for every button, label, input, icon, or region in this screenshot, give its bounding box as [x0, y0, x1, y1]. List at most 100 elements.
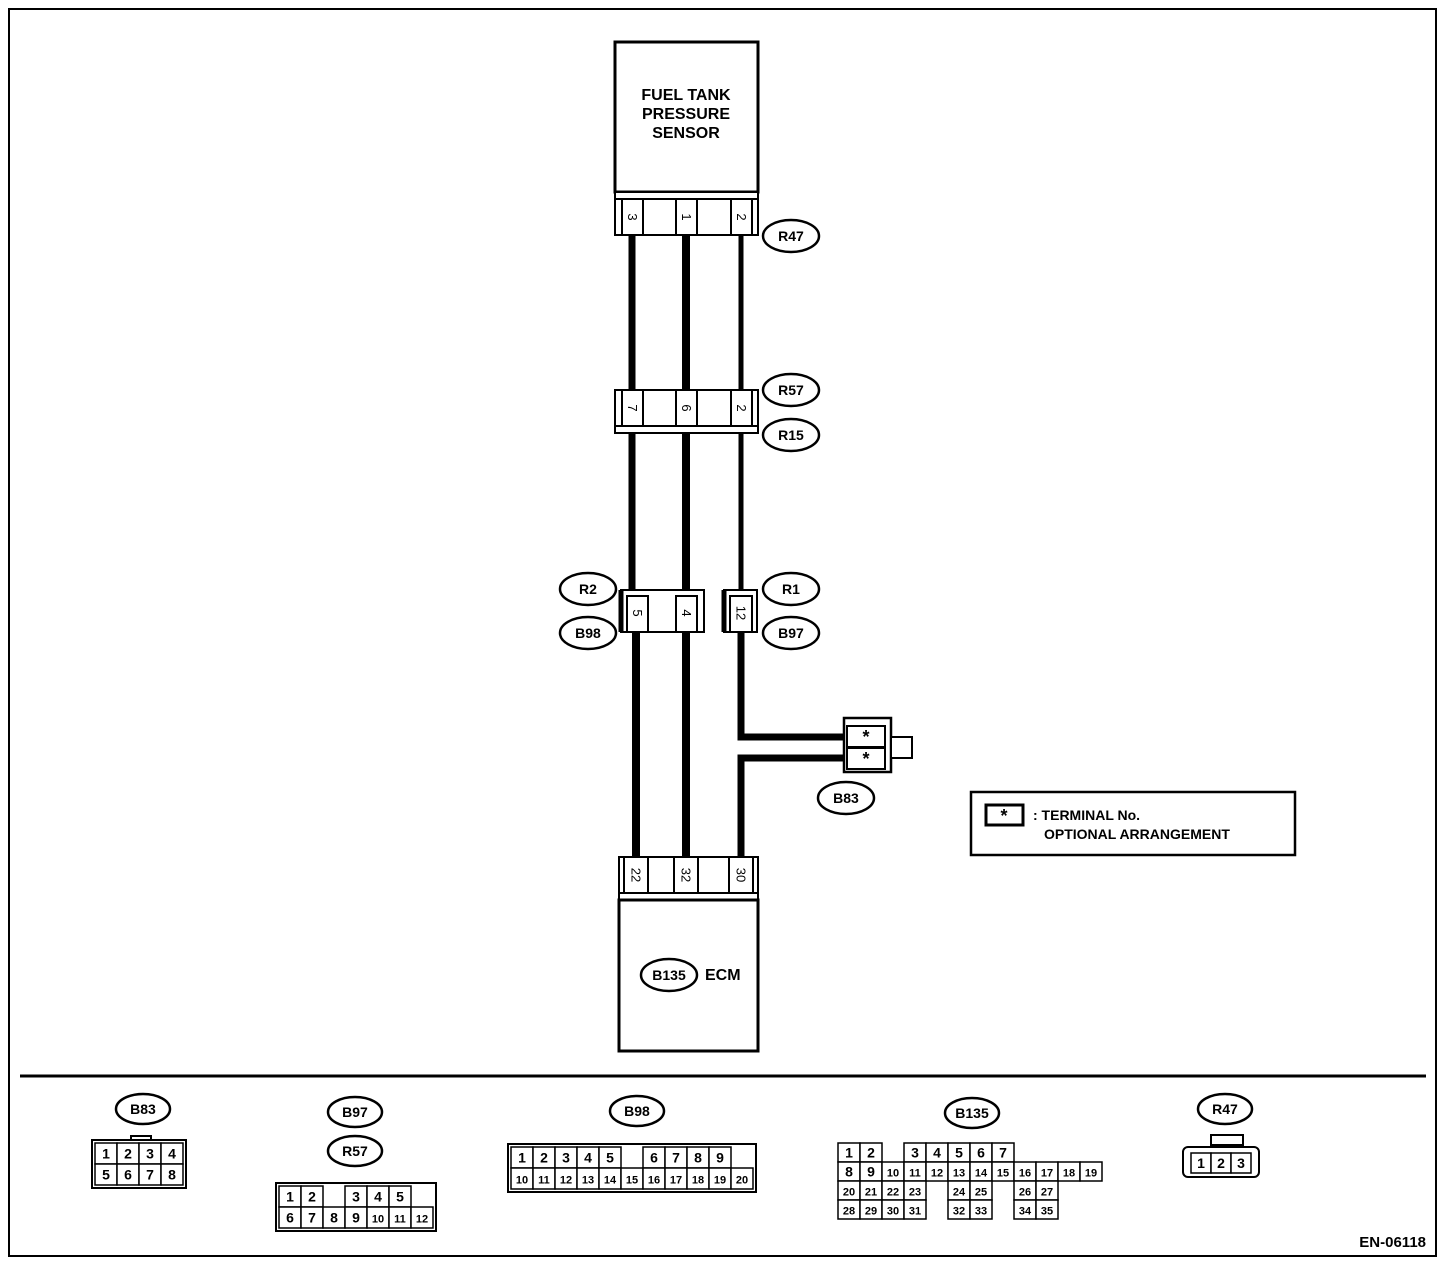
pin-number: 4 — [584, 1150, 592, 1166]
r15-connector-badge — [761, 417, 821, 453]
pin-number: 19 — [1085, 1168, 1097, 1180]
pin-number: 11 — [909, 1168, 921, 1180]
pin-number: 10 — [516, 1175, 528, 1187]
wires-to-ecm — [632, 632, 847, 858]
pin-number: 12 — [416, 1214, 428, 1226]
fuel-tank-pressure-sensor: FUEL TANK PRESSURE SENSOR — [613, 40, 760, 194]
pin-number: 18 — [1063, 1168, 1075, 1180]
pin-number: 24 — [953, 1187, 966, 1199]
r47-pin-c: 2 — [734, 213, 749, 220]
pin-number: 8 — [694, 1150, 702, 1166]
b83-pin-a: * — [862, 727, 869, 747]
pin-number: 7 — [672, 1150, 680, 1166]
sensor-title-line-2: PRESSURE — [642, 106, 730, 123]
r57-pin-b: 6 — [679, 404, 694, 411]
pin-number: 20 — [843, 1187, 855, 1199]
view-badge-r47 — [1196, 1092, 1254, 1126]
pin-number: 11 — [538, 1175, 550, 1187]
pin-number: 1 — [518, 1150, 526, 1166]
view-id-r57: R57 — [342, 1143, 368, 1159]
pin-number: 8 — [330, 1210, 338, 1226]
pin-number: 4 — [374, 1189, 382, 1205]
view-badge-b98 — [608, 1094, 666, 1128]
pin-number: 5 — [606, 1150, 614, 1166]
pin-number: 9 — [352, 1210, 360, 1226]
pin-number: 2 — [1217, 1155, 1225, 1171]
b97-connector-badge — [761, 615, 821, 651]
pin-number: 3 — [352, 1189, 360, 1205]
ecm-connector-id: B135 — [652, 967, 686, 983]
pin-number: 14 — [604, 1175, 617, 1187]
view-badge-b83 — [114, 1092, 172, 1126]
pin-number: 5 — [396, 1189, 404, 1205]
legend-line-2: OPTIONAL ARRANGEMENT — [1044, 826, 1230, 842]
pin-number: 12 — [560, 1175, 572, 1187]
b135-pin-b: 32 — [679, 868, 694, 882]
connector-latch — [1210, 1134, 1244, 1146]
pin-number: 10 — [887, 1168, 899, 1180]
pin-number: 10 — [372, 1214, 384, 1226]
connector-r1-b97: 12 R1 B97 — [721, 571, 821, 651]
view-id-b97: B97 — [342, 1104, 368, 1120]
pin-cell — [903, 1199, 927, 1220]
ecm-connector-badge — [639, 957, 699, 993]
diagram-frame — [8, 8, 1437, 1257]
pin-number: 6 — [124, 1167, 132, 1183]
pin-number: 16 — [648, 1175, 660, 1187]
pin-number: 21 — [865, 1187, 877, 1199]
pin-number: 9 — [867, 1164, 875, 1180]
b135-pin-c: 30 — [734, 868, 749, 882]
pin-number: 3 — [146, 1146, 154, 1162]
pin-number: 30 — [887, 1206, 899, 1218]
pin-number: 8 — [845, 1164, 853, 1180]
pin-number: 31 — [909, 1206, 921, 1218]
view-id-b135: B135 — [955, 1105, 989, 1121]
view-id-b98: B98 — [624, 1103, 650, 1119]
r2-connector-id: R2 — [579, 581, 597, 597]
b83-pin-b: * — [862, 749, 869, 769]
pin-number: 29 — [865, 1206, 877, 1218]
pin-number: 25 — [975, 1187, 987, 1199]
pin-number: 12 — [931, 1168, 943, 1180]
pin-number: 13 — [953, 1168, 965, 1180]
pin-number: 26 — [1019, 1187, 1031, 1199]
r15-connector-id: R15 — [778, 427, 804, 443]
view-badge-r57 — [326, 1134, 384, 1168]
pin-number: 16 — [1019, 1168, 1031, 1180]
pin-number: 32 — [953, 1206, 965, 1218]
ecm-label: ECM — [705, 967, 741, 984]
pin-number: 20 — [736, 1175, 748, 1187]
r57-connector-badge — [761, 372, 821, 408]
r57-pin-a: 7 — [625, 404, 640, 411]
legend-line-1: : TERMINAL No. — [1033, 807, 1140, 823]
connector-r57-r15: 7 6 2 R57 R15 — [614, 372, 821, 453]
wires-r15-to-r2-r1 — [628, 433, 744, 590]
b98-connector-badge — [558, 615, 618, 651]
r47-pin-b: 1 — [679, 213, 694, 220]
r2-pin-b: 4 — [679, 609, 694, 616]
pin-number: 1 — [845, 1145, 853, 1161]
pin-number: 14 — [975, 1168, 988, 1180]
wires-r47-to-r57 — [628, 235, 744, 390]
view-badge-b97 — [326, 1095, 384, 1129]
pin-number: 4 — [168, 1146, 176, 1162]
pin-cell — [1230, 1152, 1252, 1174]
legend-box: * : TERMINAL No. OPTIONAL ARRANGEMENT — [969, 790, 1297, 857]
pin-cell — [1035, 1199, 1059, 1220]
b97-connector-id: B97 — [778, 625, 804, 641]
figure-id: EN-06118 — [1359, 1234, 1426, 1251]
pin-number: 8 — [168, 1167, 176, 1183]
pin-number: 3 — [562, 1150, 570, 1166]
pin-number: 5 — [955, 1145, 963, 1161]
pin-number: 17 — [670, 1175, 682, 1187]
r2-pin-a: 5 — [630, 609, 645, 616]
pin-number: 15 — [626, 1175, 638, 1187]
pin-number: 7 — [308, 1210, 316, 1226]
pin-number: 2 — [308, 1189, 316, 1205]
pin-number: 17 — [1041, 1168, 1053, 1180]
pin-number: 22 — [887, 1187, 899, 1199]
sensor-title-line-1: FUEL TANK — [641, 87, 731, 104]
